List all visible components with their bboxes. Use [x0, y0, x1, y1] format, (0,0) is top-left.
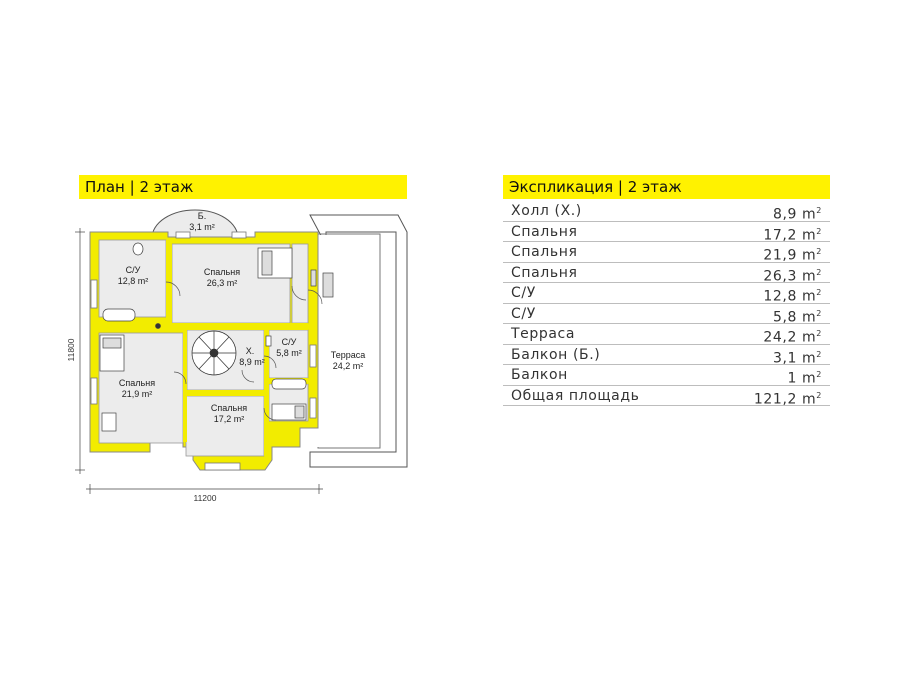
label-wc2-name: С/У [282, 337, 297, 347]
sink-2 [265, 335, 272, 347]
desk-2 [101, 412, 117, 432]
label-wc1-name: С/У [126, 265, 141, 275]
row-name: Холл (Х.) [511, 203, 582, 219]
floor-wc1 [98, 239, 167, 318]
table-row: С/У 12,8 m2 [503, 283, 830, 305]
furniture [99, 242, 334, 432]
row-value: 1 m2 [787, 370, 822, 387]
table-row: Спальня 17,2 m2 [503, 222, 830, 243]
table-row: Терраса 24,2 m2 [503, 324, 830, 346]
label-hall-area: 8,9 m² [239, 357, 265, 367]
floor-wc2 [268, 329, 309, 379]
label-hall-name: Х. [246, 346, 255, 356]
table-row: Спальня 21,9 m2 [503, 242, 830, 264]
row-name: Спальня [511, 244, 578, 260]
floor-corridor [291, 243, 309, 324]
floor-bed3 [185, 395, 265, 457]
spiral-stair [191, 330, 237, 376]
row-name: С/У [511, 305, 536, 322]
row-value: 8,9 m2 [772, 206, 822, 223]
row-value: 17,2 m2 [763, 226, 822, 244]
label-bed2-name: Спальня [119, 378, 155, 388]
row-name: Общая площадь [511, 387, 640, 404]
table-row: Спальня 26,3 m2 [503, 263, 830, 284]
label-bed3-name: Спальня [211, 403, 247, 413]
row-value: 12,8 m2 [763, 288, 822, 305]
plan-title: План | 2 этаж [85, 178, 194, 196]
label-bed3-area: 17,2 m² [214, 414, 245, 424]
label-wc2-area: 5,8 m² [276, 348, 302, 358]
plan-header: План | 2 этаж [79, 175, 407, 199]
terrace-table [322, 272, 334, 298]
dim-width: 11200 [193, 493, 216, 503]
row-name: Терраса [511, 326, 575, 342]
table-row: С/У 5,8 m2 [503, 304, 830, 325]
row-name: Спальня [511, 223, 578, 240]
explication-table: Холл (Х.) 8,9 m2 Спальня 17,2 m2 Спальня 21… [503, 201, 830, 407]
dim-height: 11800 [66, 338, 76, 361]
label-bed2-area: 21,9 m² [122, 389, 153, 399]
explication-title: Экспликация | 2 этаж [509, 178, 682, 196]
row-value: 24,2 m2 [763, 329, 822, 346]
label-bed1-name: Спальня [204, 267, 240, 277]
table-row: Балкон (Б.) 3,1 m2 [503, 345, 830, 366]
balcony-round [151, 209, 239, 239]
toilet-1 [132, 242, 144, 256]
row-name: Балкон (Б.) [511, 346, 601, 363]
dimension-lines [75, 228, 323, 494]
row-value: 5,8 m2 [772, 308, 822, 326]
row-value: 21,9 m2 [763, 247, 822, 264]
terrace-chair [310, 269, 317, 287]
label-terr-area: 24,2 m² [333, 361, 364, 371]
terrace-floor [317, 235, 379, 447]
row-value: 3,1 m2 [772, 349, 822, 367]
doors [165, 281, 323, 421]
table-row: Балкон 1 m2 [503, 365, 830, 387]
bathtub-2 [271, 378, 307, 390]
label-wc1-area: 12,8 m² [118, 276, 149, 286]
row-value: 121,2 m2 [753, 390, 822, 408]
row-name: С/У [511, 285, 536, 301]
label-terr-name: Терраса [331, 350, 366, 360]
label-bed1-area: 26,3 m² [207, 278, 238, 288]
room-labels: С/У 12,8 m² Спальня 26,3 m² Б. 3,1 m² Сп… [118, 211, 366, 424]
table-row: Общая площадь 121,2 m2 [503, 386, 830, 407]
label-balc-name: Б. [198, 211, 206, 221]
bathtub-1 [102, 308, 136, 322]
row-name: Спальня [511, 264, 578, 281]
row-value: 26,3 m2 [763, 267, 822, 285]
windows [90, 231, 317, 471]
chimney [155, 323, 161, 329]
table-row: Холл (Х.) 8,9 m2 [503, 201, 830, 223]
floor-plan: С/У 12,8 m² Спальня 26,3 m² Б. 3,1 m² Сп… [66, 209, 408, 503]
explication-header: Экспликация | 2 этаж [503, 175, 830, 199]
row-name: Балкон [511, 367, 568, 383]
label-balc-area: 3,1 m² [189, 222, 215, 232]
